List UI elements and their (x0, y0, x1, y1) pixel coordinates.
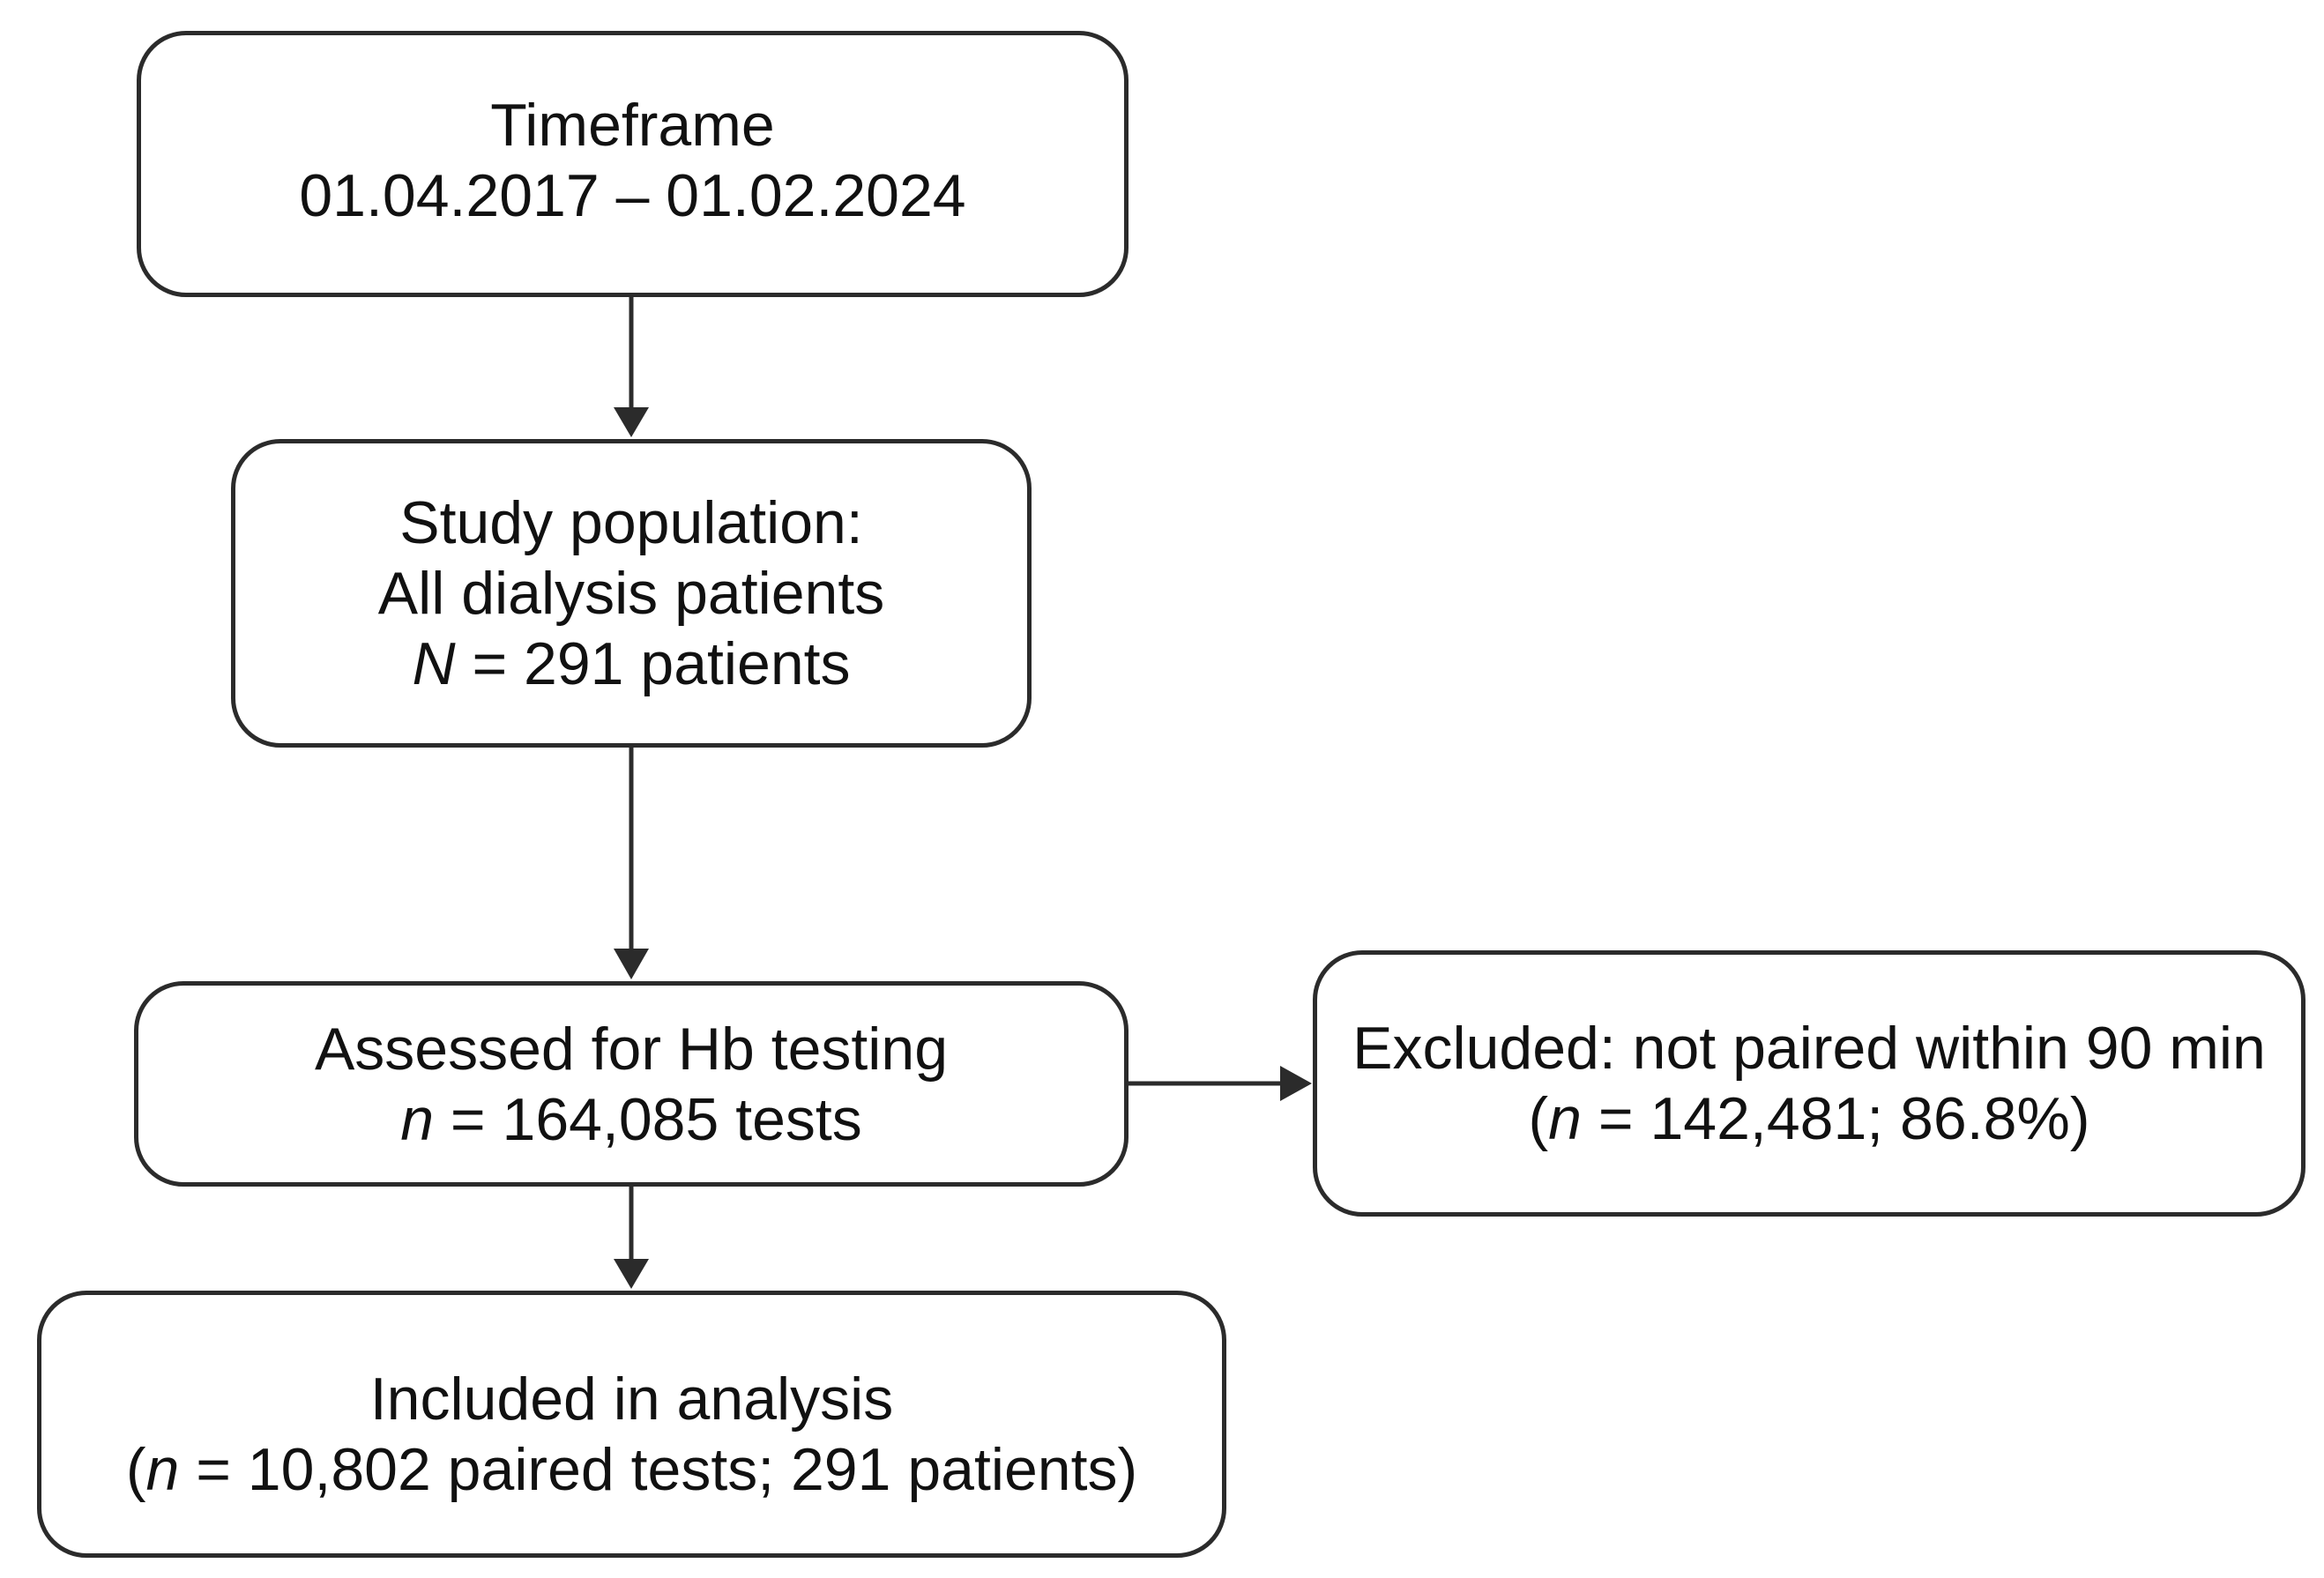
arrowhead-population (614, 407, 649, 437)
included-count-open: ( (125, 1435, 146, 1503)
assessed-title: Assessed for Hb testing (314, 1015, 949, 1083)
assessed-count: n = 164,085 tests (400, 1084, 862, 1155)
population-count-variable: N (412, 630, 456, 697)
timeframe-title: Timeframe (490, 92, 775, 159)
study-population-box: Study population: All dialysis patients … (231, 439, 1032, 748)
excluded-box: Excluded: not paired within 90 min (n = … (1313, 950, 2305, 1217)
assessed-count-variable: n (400, 1085, 435, 1153)
excluded-count-value: = 142,481; 86.8%) (1581, 1085, 2090, 1152)
included-count-value: = 10,802 paired tests; 291 patients) (179, 1435, 1138, 1503)
timeframe-box: Timeframe 01.04.2017 – 01.02.2024 (137, 31, 1128, 297)
included-title: Included in analysis (369, 1365, 894, 1433)
population-count-value: = 291 patients (455, 630, 851, 697)
population-title: Study population: (399, 489, 863, 556)
excluded-title: Excluded: not paired within 90 min (1352, 1015, 2266, 1082)
population-subtitle: All dialysis patients (377, 560, 885, 627)
assessed-count-value: = 164,085 tests (434, 1085, 862, 1153)
excluded-count-variable: n (1548, 1085, 1582, 1152)
excluded-count-open: ( (1528, 1085, 1549, 1152)
arrowhead-assessed (614, 949, 649, 979)
population-count: N = 291 patients (412, 629, 850, 699)
included-count-variable: n (145, 1435, 180, 1503)
arrowhead-excluded (1280, 1066, 1312, 1101)
arrowhead-included (614, 1259, 649, 1289)
included-count: (n = 10,802 paired tests; 291 patients) (126, 1434, 1137, 1505)
excluded-count: (n = 142,481; 86.8%) (1528, 1083, 2089, 1154)
included-box: Included in analysis (n = 10,802 paired … (37, 1291, 1226, 1558)
assessed-box: Assessed for Hb testing n = 164,085 test… (134, 981, 1128, 1187)
timeframe-dates: 01.04.2017 – 01.02.2024 (299, 162, 966, 229)
